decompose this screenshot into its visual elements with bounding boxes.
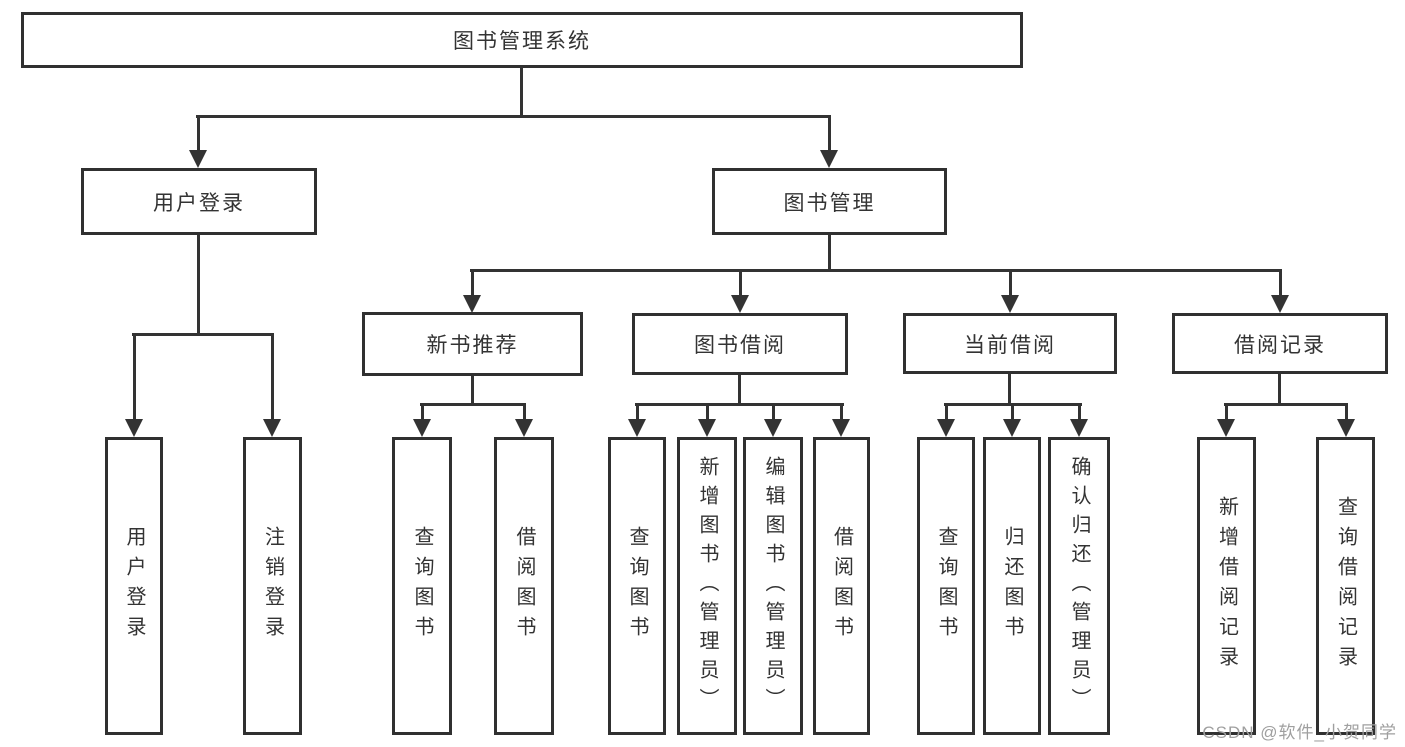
leaf-borrow-query-book-label: 查询图书 <box>626 526 648 646</box>
arrow-down-icon <box>515 419 533 437</box>
arrow-down-icon <box>820 150 838 168</box>
arrow-down-icon <box>698 419 716 437</box>
arrow-down-icon <box>463 295 481 313</box>
edge-to-leaf <box>1225 403 1228 420</box>
leaf-edit-book-admin: 编辑图书（管理员） <box>743 437 803 735</box>
leaf-logout-label: 注销登录 <box>261 526 284 646</box>
edge-borrow-record-rail <box>1224 403 1348 406</box>
edge-to-leaf <box>1345 403 1348 420</box>
edge-to-leaf <box>133 333 136 420</box>
node-root: 图书管理系统 <box>21 12 1023 68</box>
edge-to-book-borrow <box>739 269 742 296</box>
leaf-borrow-book: 借阅图书 <box>813 437 870 735</box>
leaf-user-login: 用户登录 <box>105 437 163 735</box>
node-book-borrow: 图书借阅 <box>632 313 848 375</box>
arrow-down-icon <box>1337 419 1355 437</box>
edge-book-management-stem <box>828 235 831 272</box>
csdn-watermark: CSDN @软件_小贺同学 <box>1202 723 1397 742</box>
arrow-down-icon <box>1003 419 1021 437</box>
edge-to-book-management <box>828 115 831 151</box>
arrow-down-icon <box>1001 295 1019 313</box>
edge-to-current-borrow <box>1009 269 1012 296</box>
node-root-label: 图书管理系统 <box>453 30 591 53</box>
arrow-down-icon <box>413 419 431 437</box>
leaf-add-book-admin-label: 新增图书（管理员） <box>696 455 718 717</box>
node-book-management-label: 图书管理 <box>783 191 876 215</box>
edge-root-stem <box>520 67 523 118</box>
node-borrow-record: 借阅记录 <box>1172 313 1388 374</box>
arrow-down-icon <box>764 419 782 437</box>
edge-to-borrow-record <box>1279 269 1282 296</box>
edge-to-leaf <box>772 403 775 420</box>
arrow-down-icon <box>1217 419 1235 437</box>
node-book-borrow-label: 图书借阅 <box>694 334 786 357</box>
leaf-return-book-label: 归还图书 <box>1001 526 1023 646</box>
edge-to-user-login <box>197 115 200 151</box>
edge-book-borrow-stem <box>738 375 741 406</box>
edge-to-leaf <box>840 403 843 420</box>
node-current-borrow: 当前借阅 <box>903 313 1117 374</box>
edge-book-management-rail <box>470 269 1282 272</box>
arrow-down-icon <box>937 419 955 437</box>
arrow-down-icon <box>125 419 143 437</box>
node-borrow-record-label: 借阅记录 <box>1234 333 1326 357</box>
leaf-current-query-book: 查询图书 <box>917 437 975 735</box>
leaf-add-borrow-record: 新增借阅记录 <box>1197 437 1256 735</box>
arrow-down-icon <box>1070 419 1088 437</box>
edge-to-leaf <box>523 403 526 420</box>
arrow-down-icon <box>628 419 646 437</box>
edge-to-leaf <box>1011 403 1014 420</box>
edge-to-leaf <box>1078 403 1081 420</box>
leaf-user-login-label: 用户登录 <box>123 526 145 646</box>
leaf-current-query-book-label: 查询图书 <box>935 526 957 646</box>
node-user-login-label: 用户登录 <box>153 191 245 215</box>
leaf-newrec-borrow-book-label: 借阅图书 <box>513 526 535 646</box>
leaf-add-book-admin: 新增图书（管理员） <box>677 437 737 735</box>
edge-to-leaf <box>706 403 709 420</box>
leaf-query-borrow-record-label: 查询借阅记录 <box>1334 496 1357 676</box>
edge-new-book-recommend-stem <box>471 376 474 406</box>
node-new-book-recommend: 新书推荐 <box>362 312 583 376</box>
arrow-down-icon <box>731 295 749 313</box>
edge-borrow-record-stem <box>1278 374 1281 406</box>
edge-to-leaf <box>636 403 639 420</box>
edge-book-borrow-rail <box>635 403 844 406</box>
leaf-newrec-query-book: 查询图书 <box>392 437 452 735</box>
node-user-login: 用户登录 <box>81 168 317 235</box>
arrow-down-icon <box>832 419 850 437</box>
leaf-confirm-return-admin-label: 确认归还（管理员） <box>1068 455 1090 717</box>
edge-new-book-recommend-rail <box>420 403 526 406</box>
arrow-down-icon <box>263 419 281 437</box>
leaf-confirm-return-admin: 确认归还（管理员） <box>1048 437 1110 735</box>
edge-user-login-stem <box>197 235 200 336</box>
node-book-management: 图书管理 <box>712 168 947 235</box>
leaf-newrec-query-book-label: 查询图书 <box>411 526 433 646</box>
leaf-newrec-borrow-book: 借阅图书 <box>494 437 554 735</box>
edge-current-borrow-stem <box>1008 374 1011 406</box>
leaf-borrow-query-book: 查询图书 <box>608 437 666 735</box>
arrow-down-icon <box>189 150 207 168</box>
leaf-logout: 注销登录 <box>243 437 302 735</box>
leaf-edit-book-admin-label: 编辑图书（管理员） <box>762 455 784 717</box>
leaf-borrow-book-label: 借阅图书 <box>830 526 853 646</box>
edge-to-leaf <box>421 403 424 420</box>
edge-to-leaf <box>271 333 274 420</box>
leaf-add-borrow-record-label: 新增借阅记录 <box>1215 496 1238 676</box>
node-current-borrow-label: 当前借阅 <box>964 333 1056 357</box>
edge-root-rail <box>196 115 831 118</box>
edge-user-login-rail <box>132 333 274 336</box>
leaf-return-book: 归还图书 <box>983 437 1041 735</box>
edge-to-new-book-recommend <box>471 269 474 296</box>
arrow-down-icon <box>1271 295 1289 313</box>
node-new-book-recommend-label: 新书推荐 <box>426 334 519 357</box>
edge-to-leaf <box>945 403 948 420</box>
leaf-query-borrow-record: 查询借阅记录 <box>1316 437 1375 735</box>
